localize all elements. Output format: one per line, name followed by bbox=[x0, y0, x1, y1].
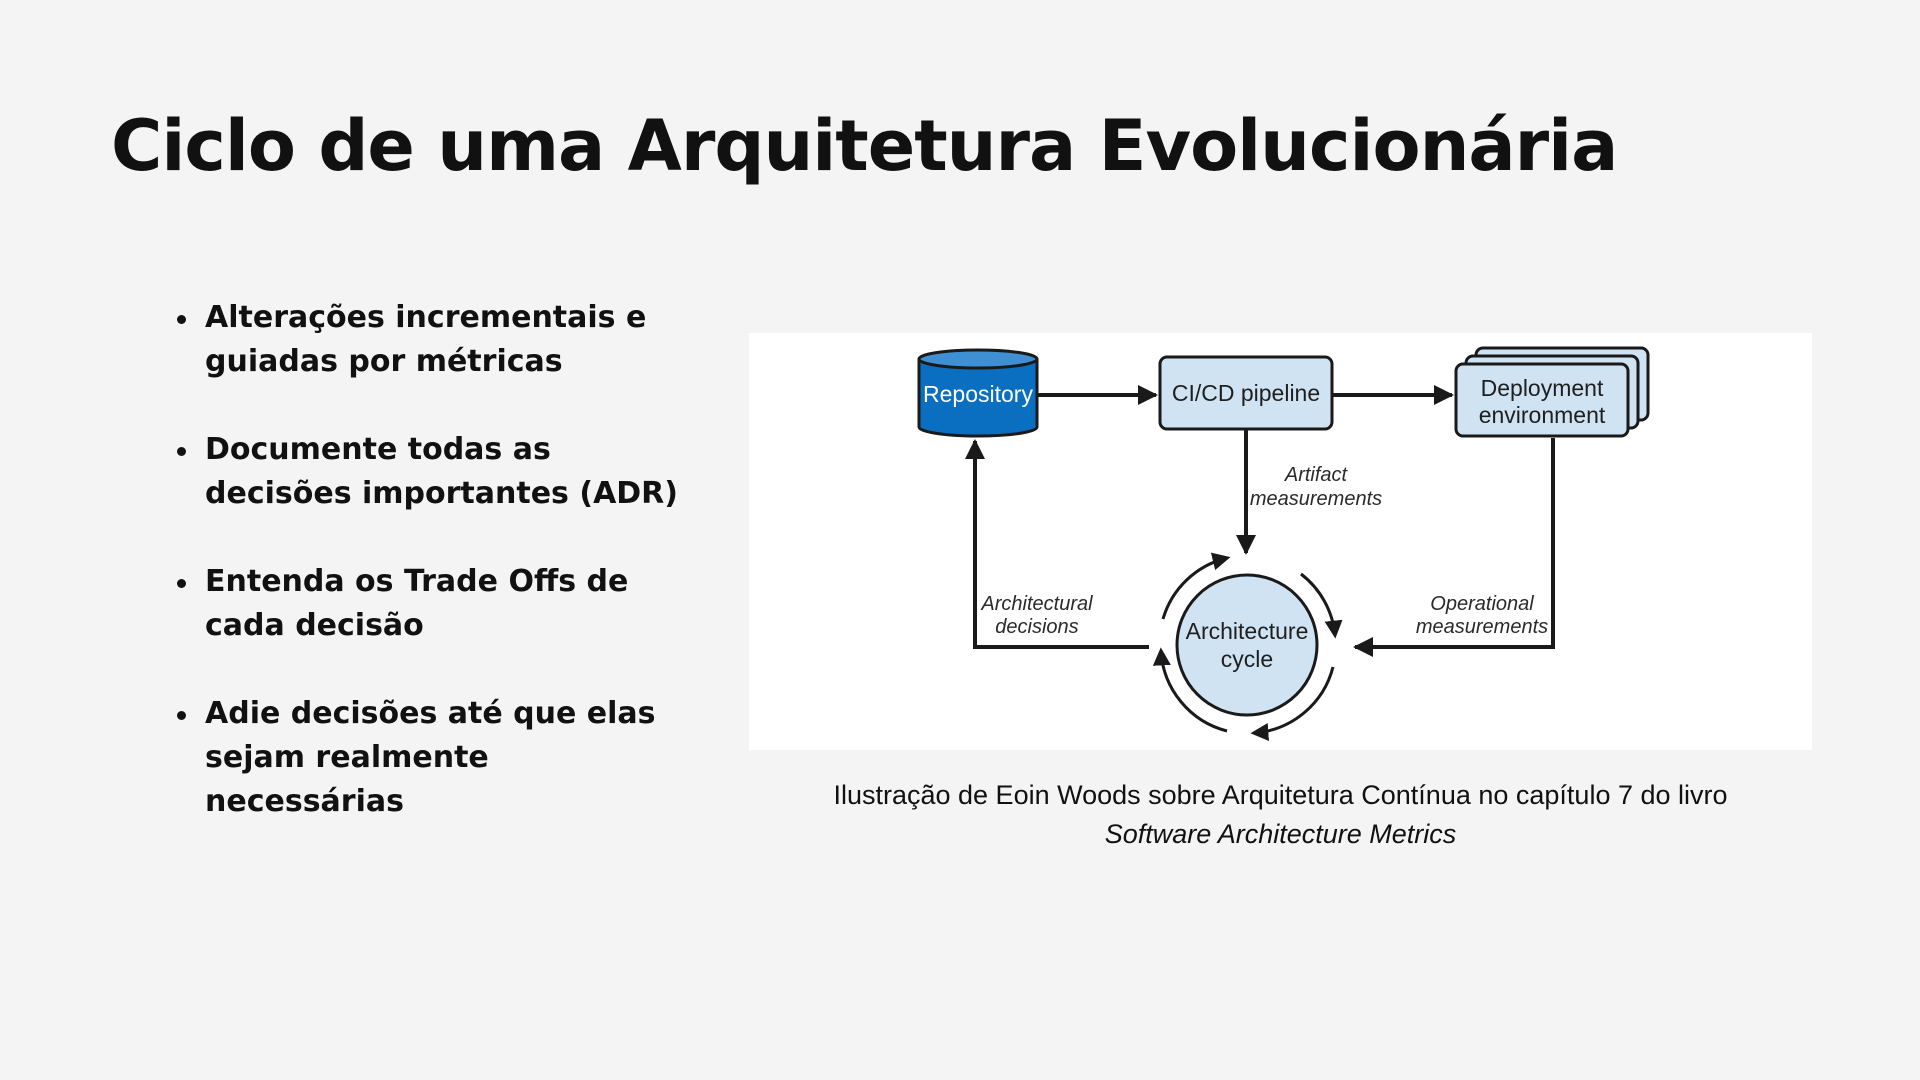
pipeline-label: CI/CD pipeline bbox=[1172, 380, 1320, 406]
slide-title: Ciclo de uma Arquitetura Evolucionária bbox=[111, 105, 1618, 187]
bullet-list: Alterações incrementais e guiadas por mé… bbox=[166, 296, 686, 868]
deployment-label-line1: Deployment bbox=[1481, 375, 1604, 401]
caption-text: Ilustração de Eoin Woods sobre Arquitetu… bbox=[833, 780, 1728, 810]
cycle-arrow bbox=[1250, 666, 1335, 741]
edge-deployment-to-cycle bbox=[1353, 438, 1555, 657]
cycle-arrow bbox=[1152, 647, 1228, 733]
bullet-item: Adie decisões até que elas sejam realmen… bbox=[166, 692, 686, 824]
artifact-label-line1: Artifact bbox=[1284, 464, 1349, 486]
operational-label-line1: Operational bbox=[1430, 593, 1534, 615]
bullet-item: Documente todas as decisões importantes … bbox=[166, 428, 686, 516]
deployment-node: Deployment environment bbox=[1454, 346, 1650, 438]
diagram-canvas: Repository CI/CD pipeline Deployment env… bbox=[917, 346, 1650, 741]
architectural-label-line1: Architectural bbox=[980, 593, 1093, 615]
caption-book-title: Software Architecture Metrics bbox=[1104, 819, 1457, 849]
architecture-cycle-node: Architecture cycle bbox=[1152, 552, 1343, 741]
architecture-cycle-diagram: Repository CI/CD pipeline Deployment env… bbox=[749, 333, 1812, 750]
deployment-label-line2: environment bbox=[1479, 402, 1606, 428]
operational-label-line2: measurements bbox=[1416, 616, 1548, 638]
repository-node: Repository bbox=[917, 348, 1039, 438]
bullet-item: Alterações incrementais e guiadas por mé… bbox=[166, 296, 686, 384]
cycle-label-line1: Architecture bbox=[1186, 618, 1309, 644]
artifact-label-line2: measurements bbox=[1250, 488, 1382, 510]
edge-cycle-to-repository bbox=[965, 439, 1149, 649]
bullet-item: Entenda os Trade Offs de cada decisão bbox=[166, 560, 686, 648]
repository-label: Repository bbox=[923, 381, 1033, 407]
cycle-arrow bbox=[1161, 552, 1231, 620]
figure-caption: Ilustração de Eoin Woods sobre Arquitetu… bbox=[749, 776, 1812, 854]
cycle-arrow bbox=[1300, 572, 1343, 639]
cycle-label-line2: cycle bbox=[1221, 646, 1273, 672]
diagram-edges bbox=[965, 385, 1555, 657]
architectural-label-line2: decisions bbox=[995, 616, 1078, 638]
pipeline-node: CI/CD pipeline bbox=[1158, 355, 1334, 431]
